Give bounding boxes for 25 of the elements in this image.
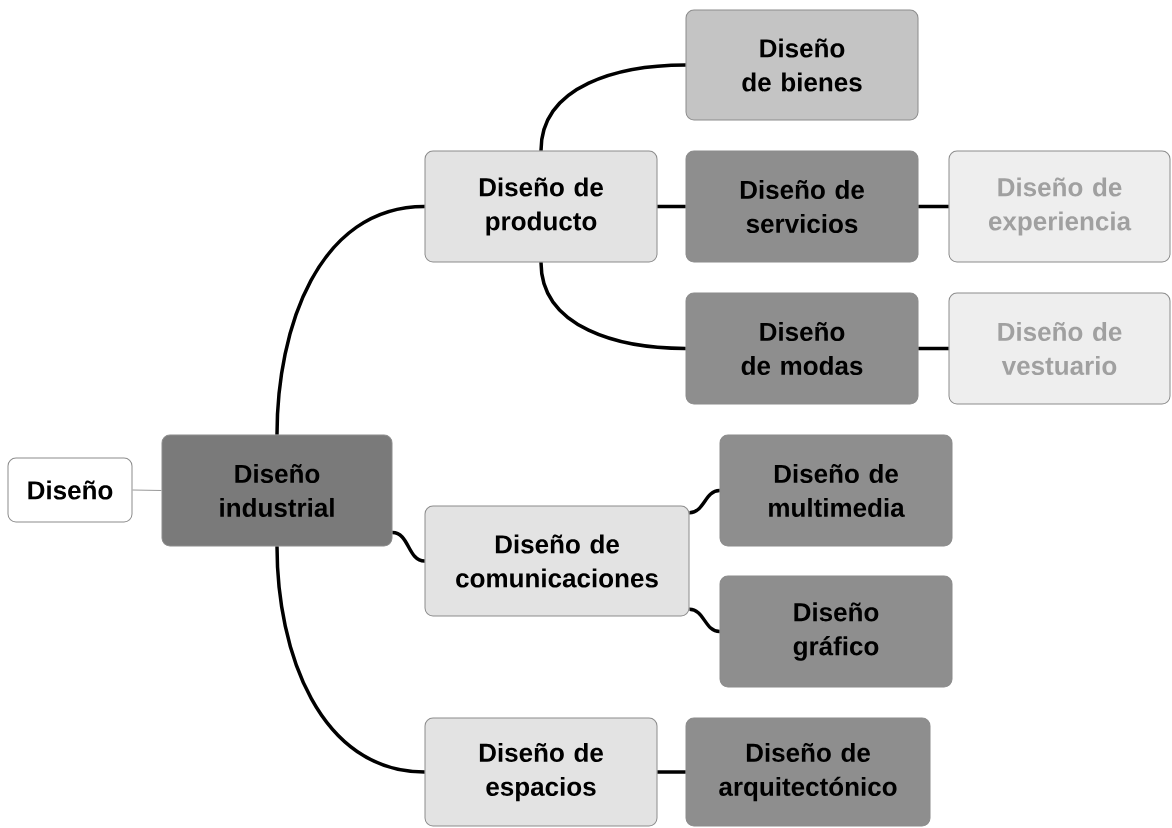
topic-box: Diseño de producto — [424, 150, 658, 263]
connector-line — [392, 530, 425, 563]
topic-box: Diseño industrial — [161, 434, 393, 547]
connector-line — [918, 346, 949, 351]
topic-box: Diseño de vestuario — [948, 292, 1171, 405]
connector-line — [132, 489, 162, 491]
topic-box: Diseño de experiencia — [948, 150, 1171, 263]
connector-line — [689, 488, 720, 515]
connector-line — [275, 204, 425, 435]
topic-box: Diseño de servicios — [685, 150, 919, 263]
connector-line — [275, 546, 425, 774]
topic-box: Diseño de comunicaciones — [424, 505, 690, 617]
topic-box: Diseño gráfico — [719, 575, 953, 688]
topic-box: Diseño de espacios — [424, 717, 658, 827]
topic-box: Diseño — [7, 457, 133, 523]
connector-line — [689, 607, 720, 634]
connector-line — [539, 63, 686, 151]
topic-box: Diseño de arquitectónico — [685, 717, 931, 827]
topic-box: Diseño de bienes — [685, 9, 919, 121]
connector-line — [657, 204, 686, 209]
topic-box: Diseño de modas — [685, 292, 919, 405]
connector-line — [539, 262, 686, 351]
connector-line — [918, 204, 949, 209]
topic-box: Diseño de multimedia — [719, 434, 953, 547]
connector-line — [657, 770, 686, 774]
